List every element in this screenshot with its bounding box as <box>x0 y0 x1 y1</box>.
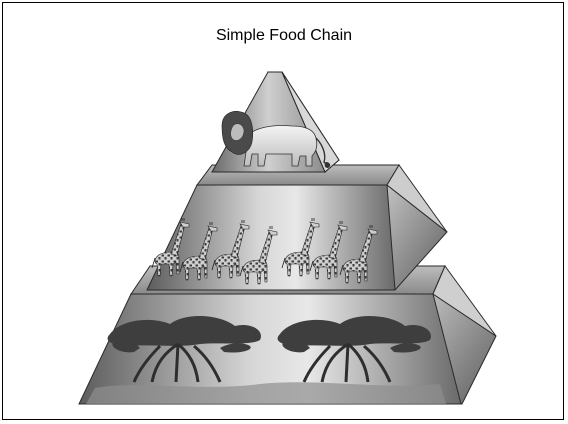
pyramid-level-2 <box>146 164 448 291</box>
slide-title: Simple Food Chain <box>215 27 353 44</box>
pyramid-level-1 <box>211 71 340 173</box>
lion-icon <box>221 111 331 168</box>
